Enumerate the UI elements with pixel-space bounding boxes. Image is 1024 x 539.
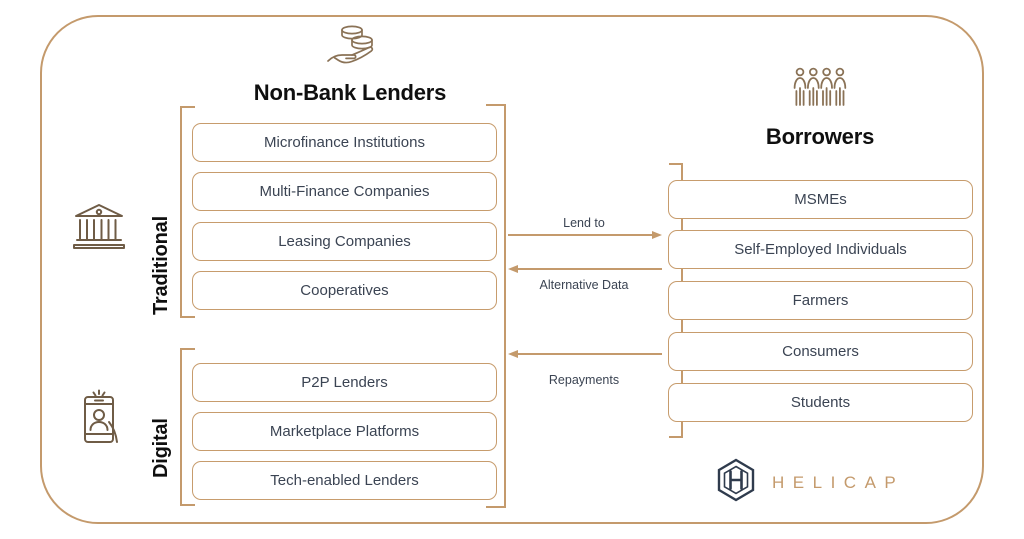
bracket-mask (656, 434, 669, 440)
mobile-profile-icon (80, 388, 124, 453)
borrower-item[interactable]: MSMEs (668, 180, 973, 219)
borrower-item[interactable]: Students (668, 383, 973, 422)
lender-item[interactable]: Multi-Finance Companies (192, 172, 497, 211)
bracket-mask (195, 104, 209, 110)
bracket-mask (656, 161, 669, 167)
lenders-rail-top-foot (486, 104, 506, 107)
flow-label-repayments: Repayments (548, 373, 620, 387)
lenders-right-rail (504, 104, 507, 508)
lenders-title: Non-Bank Lenders (253, 80, 447, 105)
lender-item[interactable]: Tech-enabled Lenders (192, 461, 497, 500)
borrower-item[interactable]: Self-Employed Individuals (668, 230, 973, 269)
flow-arrow-alternative-data (508, 265, 662, 273)
helicap-wordmark: HELICAP (772, 472, 905, 492)
lender-item[interactable]: Leasing Companies (192, 222, 497, 261)
lenders-rail-bottom-foot (486, 506, 506, 509)
borrower-item[interactable]: Consumers (668, 332, 973, 371)
bracket-traditional (180, 106, 206, 318)
bracket-mask (195, 314, 209, 320)
helicap-hexagon-logo-icon (716, 458, 756, 507)
flow-label-lend-to: Lend to (563, 216, 605, 230)
bracket-mask (195, 346, 209, 352)
outer-frame (40, 15, 984, 524)
borrower-item[interactable]: Farmers (668, 281, 973, 320)
group-label-digital: Digital (150, 418, 172, 478)
lender-item[interactable]: P2P Lenders (192, 363, 497, 402)
flow-arrow-repayments (508, 350, 662, 358)
flow-label-alternative-data: Alternative Data (539, 278, 629, 292)
flow-arrow-lend-to (508, 231, 662, 239)
bracket-digital (180, 348, 206, 506)
bracket-mask (195, 502, 209, 508)
bank-building-icon (72, 200, 126, 257)
hand-holding-coins-icon (322, 22, 388, 71)
lender-item[interactable]: Cooperatives (192, 271, 497, 310)
lender-item[interactable]: Microfinance Institutions (192, 123, 497, 162)
lender-item[interactable]: Marketplace Platforms (192, 412, 497, 451)
helicap-logo: HELICAP (716, 458, 904, 507)
group-of-people-icon (791, 66, 849, 113)
borrowers-title: Borrowers (765, 124, 875, 149)
group-label-traditional: Traditional (150, 216, 172, 315)
